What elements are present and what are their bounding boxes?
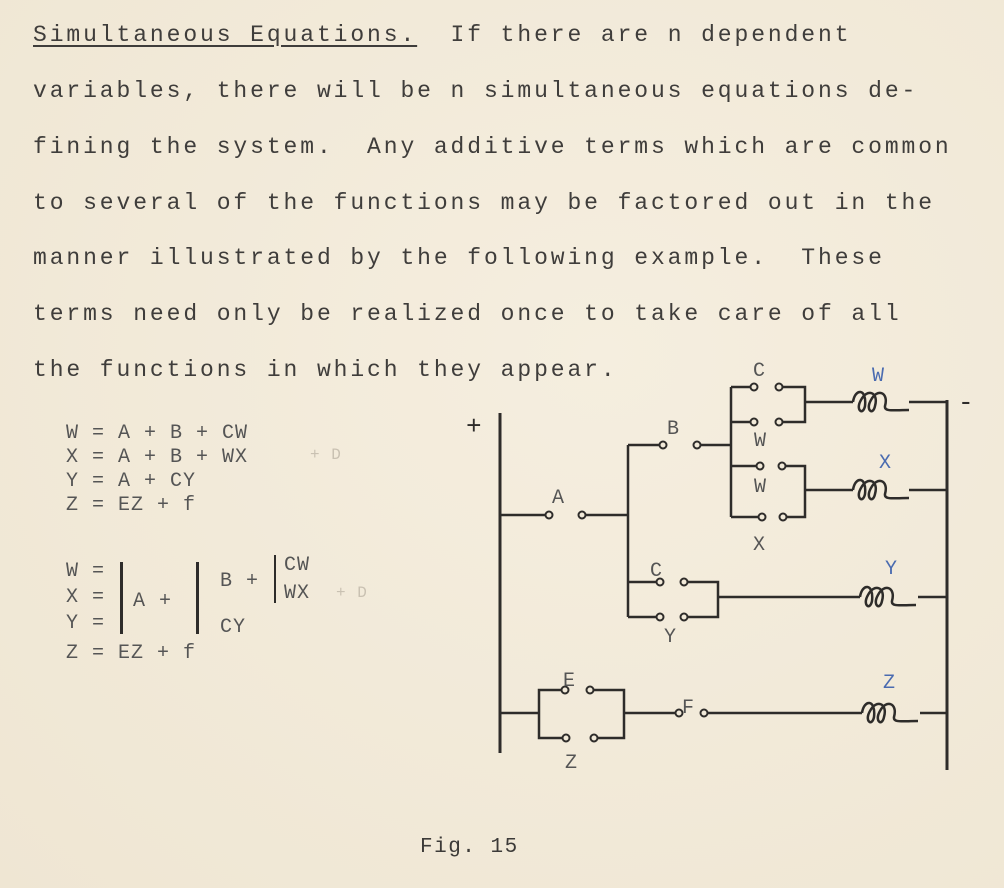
contact-label-y: Y bbox=[664, 626, 676, 649]
factored-cy: CY bbox=[220, 616, 247, 639]
bracket-b bbox=[196, 562, 199, 634]
contact-label-w2: W bbox=[754, 476, 766, 499]
contact-label-b: B bbox=[667, 418, 679, 441]
coil-z-icon bbox=[860, 701, 919, 724]
paragraph-line-5: manner illustrated by the following exam… bbox=[33, 245, 885, 271]
contact-label-z: Z bbox=[565, 752, 577, 775]
contact-label-c2: C bbox=[650, 560, 662, 583]
factored-z: Z = EZ + f bbox=[66, 642, 197, 665]
paragraph-line-7: the functions in which they appear. bbox=[33, 357, 618, 383]
equation-annotation: + D bbox=[310, 446, 342, 464]
coil-w-icon bbox=[851, 390, 910, 413]
paragraph-line-3: fining the system. Any additive terms wh… bbox=[33, 134, 952, 160]
factored-w-lhs: W = bbox=[66, 560, 106, 583]
circuit-wires bbox=[498, 385, 949, 770]
bracket-c bbox=[274, 555, 276, 603]
paragraph-line-4: to several of the functions may be facto… bbox=[33, 190, 935, 216]
equation-z: Z = EZ + f bbox=[66, 494, 197, 517]
paragraph-line-2: variables, there will be n simultaneous … bbox=[33, 78, 919, 104]
factored-wx: WX bbox=[284, 582, 311, 605]
bracket-a bbox=[120, 562, 123, 634]
contact-label-c1: C bbox=[753, 360, 765, 383]
factored-a-term: A + bbox=[133, 590, 173, 613]
coil-label-y: Y bbox=[885, 558, 897, 581]
contact-label-e: E bbox=[563, 670, 575, 693]
equation-x: X = A + B + WX bbox=[66, 446, 249, 469]
factored-y-lhs: Y = bbox=[66, 612, 106, 635]
relay-coils bbox=[851, 390, 919, 724]
equation-y: Y = A + CY bbox=[66, 470, 197, 493]
section-title: Simultaneous Equations. bbox=[33, 22, 418, 48]
factored-x-lhs: X = bbox=[66, 586, 106, 609]
contact-label-f: F bbox=[682, 697, 694, 720]
factored-cw: CW bbox=[284, 554, 311, 577]
contact-terminals bbox=[544, 382, 788, 743]
factored-b-term: B + bbox=[220, 570, 260, 593]
contact-label-w1: W bbox=[754, 430, 766, 453]
coil-label-w: W bbox=[872, 365, 884, 388]
factored-annotation: + D bbox=[336, 584, 368, 602]
plus-label: + bbox=[466, 412, 482, 442]
coil-label-z: Z bbox=[883, 672, 895, 695]
coil-label-x: X bbox=[879, 452, 891, 475]
paragraph-line-1: Simultaneous Equations. If there are n d… bbox=[33, 22, 852, 48]
figure-caption: Fig. 15 bbox=[420, 836, 519, 859]
minus-label: - bbox=[958, 388, 974, 418]
coil-x-icon bbox=[851, 478, 910, 501]
contact-label-a: A bbox=[552, 487, 564, 510]
paragraph-line-6: terms need only be realized once to take… bbox=[33, 301, 902, 327]
equation-w: W = A + B + CW bbox=[66, 422, 249, 445]
coil-y-icon bbox=[858, 585, 917, 608]
contact-label-x: X bbox=[753, 534, 765, 557]
